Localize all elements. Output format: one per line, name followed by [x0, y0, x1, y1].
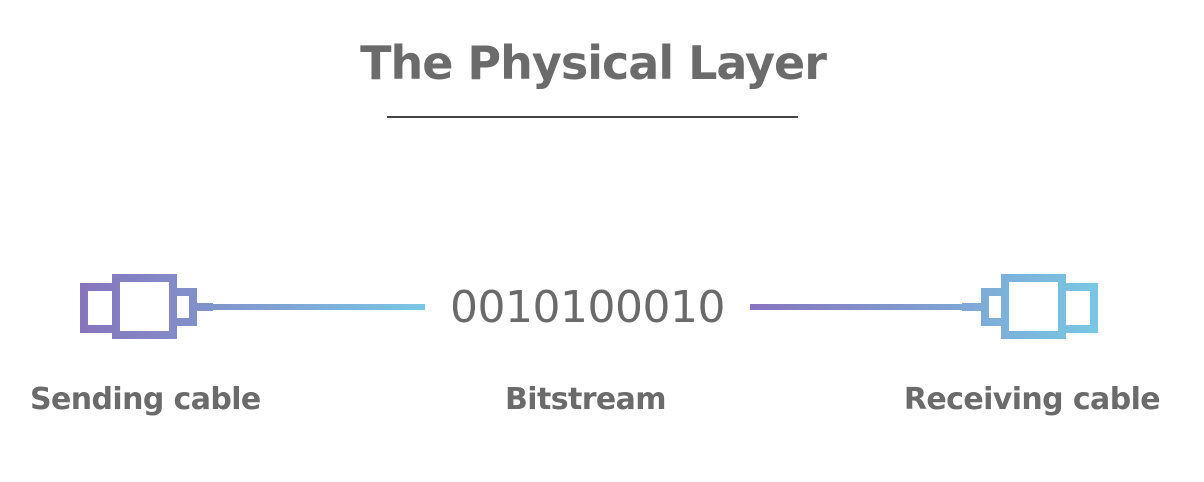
page-title: The Physical Layer	[360, 36, 827, 90]
receiving-cable-label: Receiving cable	[903, 382, 1161, 417]
bitstream-label: Bitstream	[505, 382, 667, 417]
bitstream-value: 0010100010	[450, 282, 725, 333]
title-underline	[387, 116, 798, 118]
sending-cable-plug-icon	[80, 274, 213, 339]
receiving-cable-plug-icon	[962, 274, 1098, 339]
sending-cable-label: Sending cable	[30, 382, 261, 417]
